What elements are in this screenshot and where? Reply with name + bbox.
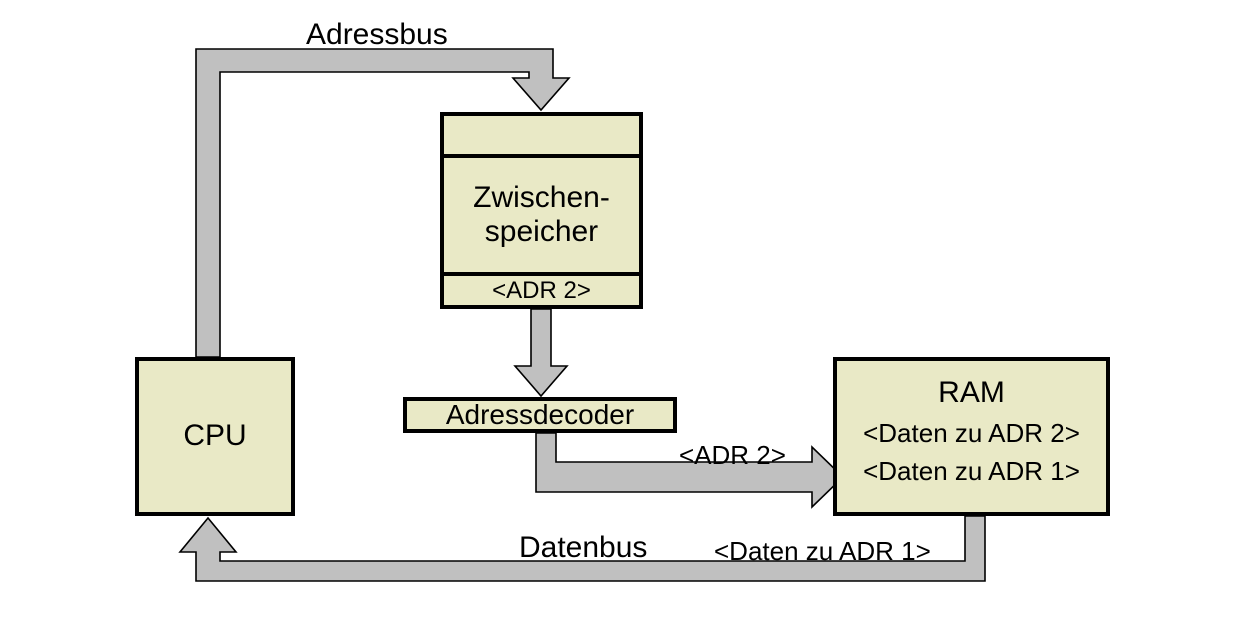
zwischenspeicher-value: <ADR 2> xyxy=(444,272,639,305)
ram-title: RAM xyxy=(938,375,1005,409)
zwischenspeicher-label: Zwischen- speicher xyxy=(444,154,639,272)
adressbus-connector xyxy=(195,48,571,358)
zwischenspeicher-empty-row xyxy=(444,116,639,154)
datenbus-value-label: <Daten zu ADR 1> xyxy=(714,536,931,566)
zwischenspeicher-to-adressdecoder-connector xyxy=(513,308,569,398)
adressdecoder-to-ram-connector xyxy=(535,432,845,509)
node-cpu[interactable]: CPU xyxy=(135,357,295,516)
ram-data-line-1: <Daten zu ADR 2> xyxy=(863,418,1080,449)
adressdecoder-to-ram-label: <ADR 2> xyxy=(679,440,786,470)
adressdecoder-label: Adressdecoder xyxy=(445,398,635,430)
adressbus-label: Adressbus xyxy=(306,18,448,51)
node-zwischenspeicher[interactable]: Zwischen- speicher <ADR 2> xyxy=(440,112,643,309)
datenbus-label: Datenbus xyxy=(519,531,648,564)
node-adressdecoder[interactable]: Adressdecoder xyxy=(403,397,677,433)
datenbus-connector xyxy=(178,515,986,582)
node-ram[interactable]: RAM <Daten zu ADR 2> <Daten zu ADR 1> xyxy=(833,357,1110,516)
ram-data-line-2: <Daten zu ADR 1> xyxy=(863,456,1080,487)
cpu-label: CPU xyxy=(183,419,247,453)
